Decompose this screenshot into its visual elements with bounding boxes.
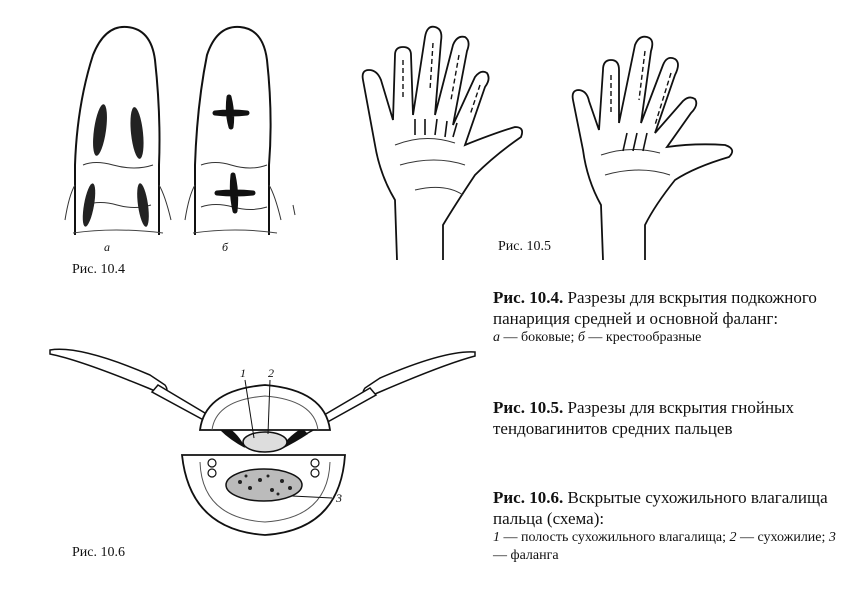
finger-b-outline	[194, 25, 272, 235]
scalpel-left	[49, 348, 245, 448]
lateral-incision	[130, 107, 144, 159]
figure-10-5-drawing	[361, 25, 734, 261]
label-1: 1	[240, 366, 246, 380]
caption-10-6-legend: 1 — полость сухожильного влагалища; 2 — …	[493, 530, 836, 563]
fig-10-4-label: Рис. 10.4	[72, 262, 125, 277]
cruciform-incision	[214, 172, 256, 214]
caption-10-4-legend: а — боковые; б — крестообразные	[493, 330, 702, 345]
lateral-incision	[137, 183, 149, 227]
hand-left-outline	[361, 25, 524, 261]
caption-10-4-text: Разрезы для вскрытия подкожного панарици…	[493, 288, 817, 328]
caption-10-6-text: Вскрытые сухожильного влагалища пальца (…	[493, 488, 828, 528]
caption-10-6: Рис. 10.6. Вскрытые сухожильного влагали…	[493, 487, 838, 565]
phalanx	[225, 468, 303, 502]
label-b: б	[222, 240, 229, 254]
caption-10-5: Рис. 10.5. Разрезы для вскрытия гнойных …	[493, 397, 838, 439]
cruciform-incision	[212, 94, 250, 130]
caption-10-4-number: Рис. 10.4.	[493, 288, 564, 307]
tendon	[242, 431, 288, 453]
figure-10-6-drawing	[49, 348, 476, 536]
label-a: а	[104, 240, 110, 254]
finger-a-outline	[74, 25, 161, 235]
fig-10-6-label: Рис. 10.6	[72, 545, 125, 560]
fig-10-5-label: Рис. 10.5	[498, 239, 551, 254]
lateral-incision	[93, 104, 107, 156]
figure-10-4-drawing	[64, 25, 296, 235]
caption-10-4: Рис. 10.4. Разрезы для вскрытия подкожно…	[493, 287, 838, 347]
caption-10-5-number: Рис. 10.5.	[493, 398, 564, 417]
hand-right-outline	[571, 35, 734, 261]
caption-10-5-text: Разрезы для вскрытия гнойных тендовагини…	[493, 398, 794, 438]
sheath-upper	[198, 384, 332, 431]
lateral-incision	[82, 183, 96, 227]
caption-10-6-number: Рис. 10.6.	[493, 488, 564, 507]
label-2: 2	[268, 366, 274, 380]
label-3: 3	[336, 491, 342, 505]
